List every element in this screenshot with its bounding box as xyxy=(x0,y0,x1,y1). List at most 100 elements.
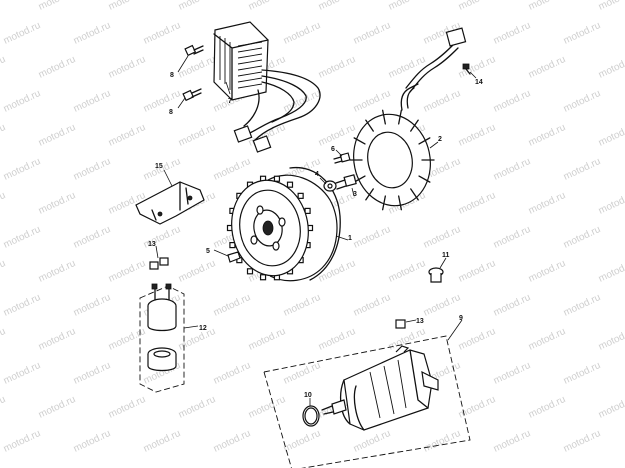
nut-13-left xyxy=(149,257,169,270)
watermark-text: motod.ru xyxy=(527,258,567,285)
watermark-text: motod.ru xyxy=(457,394,497,421)
callout-10: 10 xyxy=(304,392,312,399)
watermark-text: motod.ru xyxy=(492,156,532,183)
callout-8-upper: 8 xyxy=(170,72,174,79)
watermark-text: motod.ru xyxy=(562,224,602,251)
watermark-text: motod.ru xyxy=(597,122,625,149)
watermark-text: motod.ru xyxy=(2,428,42,455)
watermark-text: motod.ru xyxy=(282,292,322,319)
watermark-text: motod.ru xyxy=(107,54,147,81)
stator-coil xyxy=(398,109,402,125)
watermark-text: motod.ru xyxy=(2,20,42,47)
watermark-text: motod.ru xyxy=(0,258,7,285)
watermark-text: motod.ru xyxy=(142,428,182,455)
watermark-text: motod.ru xyxy=(492,224,532,251)
callout-5: 5 xyxy=(206,248,210,255)
starter-relay-12 xyxy=(139,283,185,393)
watermark-text: motod.ru xyxy=(177,258,217,285)
flywheel-tooth xyxy=(286,181,294,188)
watermark-text: motod.ru xyxy=(142,88,182,115)
stator-coil xyxy=(365,119,374,132)
stator-coil xyxy=(410,188,419,201)
watermark-text: motod.ru xyxy=(107,258,147,285)
watermark-text: motod.ru xyxy=(247,0,287,13)
callout-2: 2 xyxy=(438,136,442,143)
watermark-text: motod.ru xyxy=(0,190,7,217)
callout-11: 11 xyxy=(442,252,450,259)
watermark-text: motod.ru xyxy=(527,54,567,81)
callout-15: 15 xyxy=(155,163,163,170)
watermark-text: motod.ru xyxy=(2,88,42,115)
watermark-text: motod.ru xyxy=(142,20,182,47)
watermark-text: motod.ru xyxy=(527,0,567,13)
callout-6: 6 xyxy=(331,146,335,153)
watermark-text: motod.ru xyxy=(37,122,77,149)
stator xyxy=(349,27,467,211)
callout-7: 7 xyxy=(228,98,232,105)
watermark-text: motod.ru xyxy=(527,122,567,149)
watermark-text: motod.ru xyxy=(282,88,322,115)
watermark-text: motod.ru xyxy=(212,428,252,455)
callout-9: 9 xyxy=(459,315,463,322)
watermark-text: motod.ru xyxy=(37,54,77,81)
watermark-text: motod.ru xyxy=(562,20,602,47)
watermark-text: motod.ru xyxy=(457,326,497,353)
watermark-text: motod.ru xyxy=(317,326,357,353)
watermark-text: motod.ru xyxy=(492,292,532,319)
flywheel-tooth xyxy=(297,192,304,199)
watermark-text: motod.ru xyxy=(562,292,602,319)
bolt-11 xyxy=(428,267,444,283)
washer-4 xyxy=(323,180,337,192)
watermark-text: motod.ru xyxy=(2,156,42,183)
watermark-text: motod.ru xyxy=(282,428,322,455)
watermark-text: motod.ru xyxy=(0,394,7,421)
watermark-text: motod.ru xyxy=(387,54,427,81)
stator-coil xyxy=(365,188,374,201)
bolt-8-lower xyxy=(182,88,202,102)
watermark-text: motod.ru xyxy=(177,326,217,353)
bracket-15 xyxy=(135,181,205,225)
watermark-text: motod.ru xyxy=(597,326,625,353)
watermark-text: motod.ru xyxy=(492,360,532,387)
watermark-text: motod.ru xyxy=(597,394,625,421)
flywheel-tooth xyxy=(259,274,267,281)
watermark-text: motod.ru xyxy=(37,394,77,421)
watermark-text: motod.ru xyxy=(177,0,217,13)
watermark-text: motod.ru xyxy=(527,394,567,421)
bolt-6 xyxy=(333,152,351,164)
watermark-text: motod.ru xyxy=(72,20,112,47)
bolt-3 xyxy=(335,174,357,190)
watermark-text: motod.ru xyxy=(72,292,112,319)
stator-coil xyxy=(382,109,386,125)
watermark-text: motod.ru xyxy=(37,326,77,353)
watermark-text: motod.ru xyxy=(422,292,462,319)
watermark-text: motod.ru xyxy=(247,394,287,421)
watermark-text: motod.ru xyxy=(492,20,532,47)
watermark-text: motod.ru xyxy=(177,54,217,81)
watermark-text: motod.ru xyxy=(422,224,462,251)
watermark-text: motod.ru xyxy=(317,0,357,13)
watermark-text: motod.ru xyxy=(177,394,217,421)
watermark-text: motod.ru xyxy=(247,326,287,353)
watermark-text: motod.ru xyxy=(492,428,532,455)
watermark-text: motod.ru xyxy=(597,190,625,217)
watermark-text: motod.ru xyxy=(562,428,602,455)
watermark-text: motod.ru xyxy=(72,428,112,455)
watermark-text: motod.ru xyxy=(352,428,392,455)
starter-motor-9 xyxy=(263,335,471,468)
watermark-text: motod.ru xyxy=(457,258,497,285)
watermark-text: motod.ru xyxy=(0,122,7,149)
voltage-regulator xyxy=(213,21,321,153)
stator-coil xyxy=(410,119,419,132)
watermark-text: motod.ru xyxy=(107,0,147,13)
watermark-text: motod.ru xyxy=(107,394,147,421)
watermark-text: motod.ru xyxy=(72,224,112,251)
stator-coil xyxy=(418,175,431,183)
woodruff-key-5 xyxy=(227,251,241,263)
watermark-text: motod.ru xyxy=(352,224,392,251)
watermark-text: motod.ru xyxy=(597,0,625,13)
watermark-text: motod.ru xyxy=(212,360,252,387)
flywheel-tooth xyxy=(246,268,254,275)
watermark-text: motod.ru xyxy=(562,156,602,183)
